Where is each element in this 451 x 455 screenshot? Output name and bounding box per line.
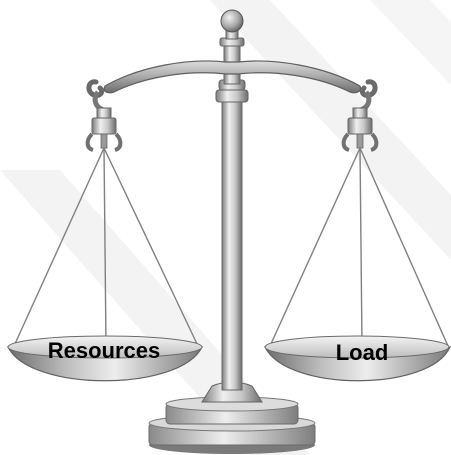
- right-pan-label: Load: [336, 340, 389, 365]
- scale-base: [149, 382, 315, 454]
- left-pan-label: Resources: [48, 338, 161, 363]
- left-pan: Resources: [8, 336, 202, 381]
- right-pan: Load: [265, 336, 450, 381]
- scale-top-knob: [221, 10, 243, 32]
